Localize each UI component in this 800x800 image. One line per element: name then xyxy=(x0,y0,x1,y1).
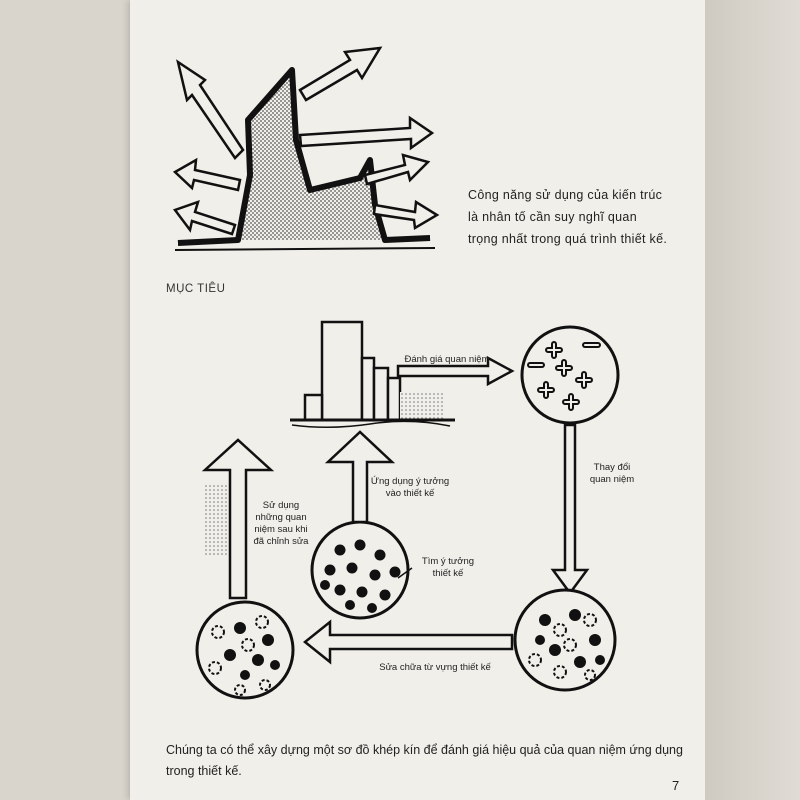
circle-ideas xyxy=(310,520,410,620)
caption-top: Công năng sử dụng của kiến trúc là nhân … xyxy=(468,188,668,246)
arrow-change xyxy=(550,423,590,596)
caption-bottom: Chúng ta có thể xây dựng một sơ đồ khép … xyxy=(166,743,683,778)
label-evaluate: Đánh giá quan niệm xyxy=(404,354,490,365)
page-number: 7 xyxy=(672,778,680,793)
label-change-concept: Thay đổi quan niệm xyxy=(589,462,635,485)
label-apply-idea: Ứng dụng ý tưởng vào thiết kế xyxy=(370,476,450,499)
label-find-idea: Tìm ý tưởng thiết kế xyxy=(421,556,475,579)
pointer-line xyxy=(397,567,413,579)
label-fix-vocab: Sửa chữa từ vựng thiết kế xyxy=(379,662,491,673)
shading-block xyxy=(205,485,227,555)
circle-bottom-left xyxy=(195,600,295,700)
circle-bottom-right xyxy=(513,588,617,692)
label-use-concepts: Sử dụng những quan niệm sau khi đã chỉnh… xyxy=(253,500,309,547)
outward-arrows xyxy=(172,46,440,236)
page-edge xyxy=(705,0,800,800)
arrow-apply-idea xyxy=(324,430,396,524)
arrow-use-concepts xyxy=(201,438,275,600)
arrow-fix xyxy=(302,619,514,665)
target-building xyxy=(290,320,455,429)
section-label: MỤC TIÊU xyxy=(166,283,226,295)
concept-circle xyxy=(520,325,620,425)
arrow-evaluate xyxy=(396,355,515,387)
